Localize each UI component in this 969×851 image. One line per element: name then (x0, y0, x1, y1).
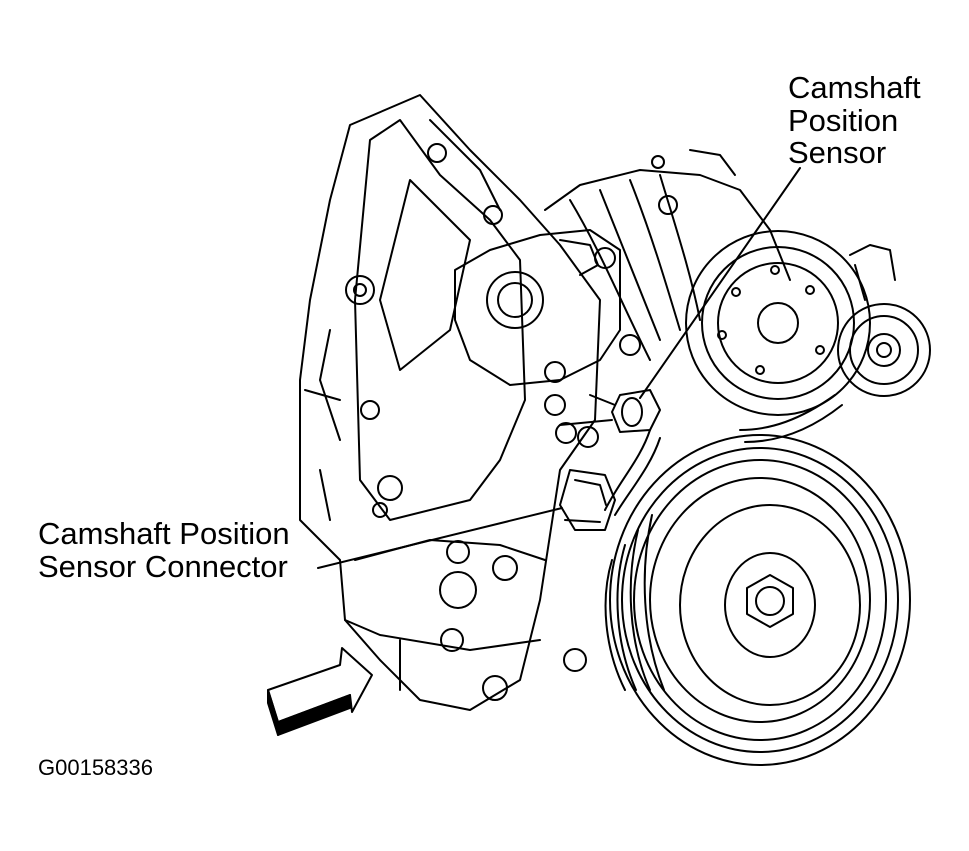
leader-line-connector (318, 508, 562, 568)
camshaft-position-sensor-connector-label: Camshaft Position Sensor Connector (38, 516, 290, 584)
connector-label-line-1: Camshaft Position (38, 516, 290, 551)
callout-leader-lines (318, 168, 800, 568)
crankshaft-pulley (606, 435, 910, 765)
camshaft-position-sensor (556, 390, 660, 447)
sensor-label-line-1: Camshaft (788, 70, 921, 105)
crankshaft-bolt (747, 575, 793, 627)
engine-block (300, 95, 600, 710)
sensor-label-line-3: Sensor (788, 135, 887, 171)
view-direction-arrow (268, 648, 372, 735)
camshaft-position-sensor-label: Camshaft Position Sensor (788, 70, 921, 171)
alternator-pulley (686, 231, 870, 415)
block-bolts (346, 144, 586, 700)
sensor-wiring-harness (605, 430, 660, 515)
tensioner-pulley (838, 245, 930, 396)
sensor-connector (560, 470, 615, 530)
water-pump-housing (455, 230, 640, 415)
figure-id: G00158336 (38, 755, 153, 780)
drive-belt (740, 395, 842, 442)
leader-line-sensor (640, 168, 800, 398)
sensor-label-line-2: Position (788, 102, 899, 138)
connector-label-line-2: Sensor Connector (38, 548, 288, 584)
alternator (545, 150, 790, 360)
